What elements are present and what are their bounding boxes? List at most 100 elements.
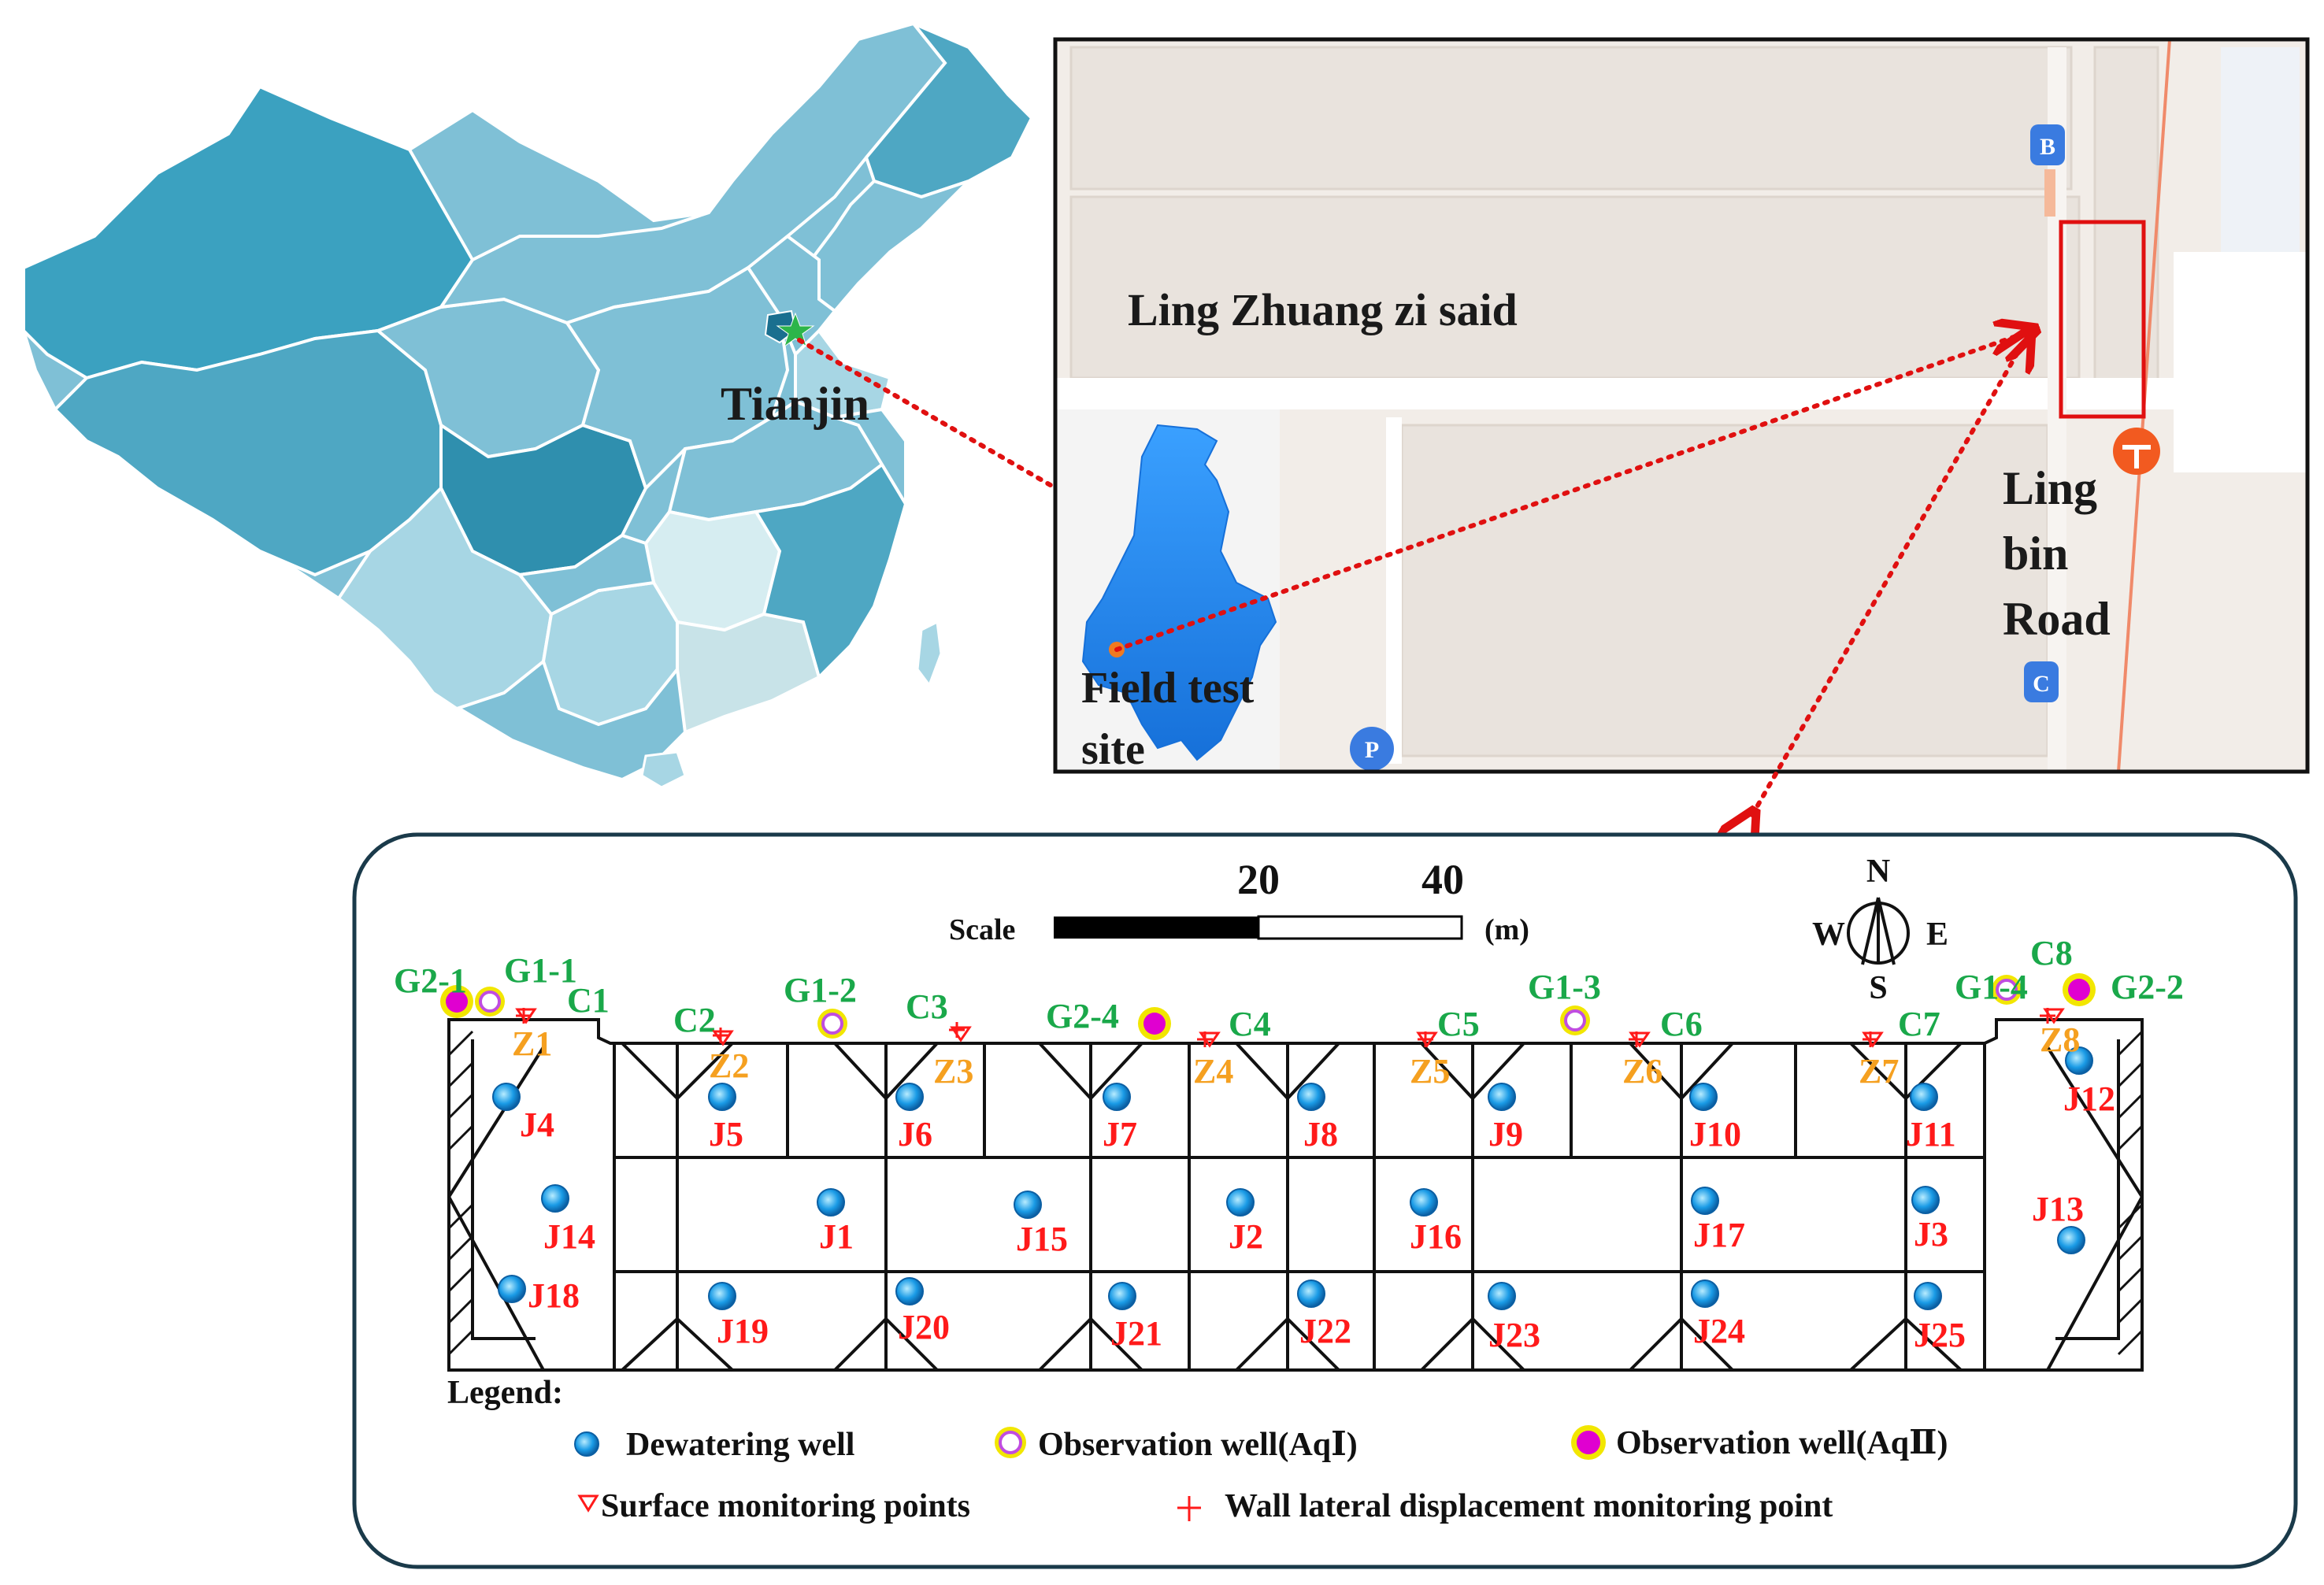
dewatering-well-j10-label: J10: [1689, 1115, 1741, 1154]
poi-marker-c[interactable]: C: [2024, 661, 2059, 702]
dewatering-well-j16: [1410, 1188, 1438, 1217]
region-southeast-coast: [753, 462, 908, 680]
dewatering-well-j6-label: J6: [898, 1115, 932, 1154]
dewatering-well-j20-label: J20: [898, 1308, 950, 1346]
region-yunnan: [336, 485, 554, 711]
tianjin-star-icon: [776, 312, 815, 348]
dewatering-well-j23: [1488, 1282, 1516, 1310]
surface-point-z2-icon: [712, 1030, 734, 1046]
site-label-line2: site: [1081, 725, 1145, 774]
surface-point-z2-label: Z2: [709, 1046, 749, 1085]
surface-point-z5-icon: [1416, 1031, 1438, 1048]
obs-well-aq1-g1-2-label: G1-2: [784, 971, 857, 1009]
dewatering-well-j25-label: J25: [1914, 1316, 1966, 1354]
wall-hatching: [447, 1030, 2144, 1356]
obs-well-aq2-g2-2-dot: [2068, 979, 2090, 1001]
surface-point-z6-label: Z6: [1622, 1052, 1662, 1091]
site-plan: Scale 20 40 (m) N S W E: [352, 832, 2298, 1569]
dewatering-well-j15: [1014, 1191, 1042, 1219]
dewatering-well-j25: [1914, 1282, 1942, 1310]
legend-obs-aq2-icon: [1571, 1425, 1606, 1460]
dewatering-well-j9: [1488, 1083, 1516, 1111]
scale-tick-40: 40: [1421, 856, 1464, 903]
dewatering-well-j13: [2057, 1226, 2085, 1254]
obs-well-aq1-g1-3-ring: [1564, 1009, 1586, 1031]
dewatering-well-j18-label: J18: [528, 1276, 580, 1315]
dewatering-well-j6: [895, 1083, 924, 1111]
region-guangdong: [676, 612, 821, 735]
hainan-island: [640, 750, 687, 789]
dewatering-well-j2-label: J2: [1229, 1217, 1263, 1256]
wall-point-c4-label: C4: [1229, 1005, 1271, 1043]
svg-text:C: C: [2033, 671, 2050, 697]
compass-n: N: [1866, 854, 1890, 890]
wall-point-c2-label: C2: [673, 1001, 716, 1039]
street-map-frame: [1053, 37, 2310, 774]
road-label-line1: Ling: [2003, 462, 2097, 514]
compass-w: W: [1812, 917, 1845, 953]
dewatering-well-j18: [498, 1275, 526, 1303]
dewatering-well-j5: [708, 1083, 736, 1111]
surface-point-z1-label: Z1: [512, 1024, 552, 1063]
dewatering-well-j8-label: J8: [1303, 1115, 1338, 1154]
surface-point-z8-label: Z8: [2040, 1020, 2080, 1059]
tianjin-label: Tianjin: [721, 378, 869, 430]
dewatering-well-j19: [708, 1282, 736, 1310]
svg-text:P: P: [1365, 737, 1379, 763]
dewatering-well-j16-label: J16: [1410, 1217, 1462, 1256]
surface-point-z7-icon: [1862, 1031, 1884, 1048]
street-map-strip: [2048, 47, 2066, 772]
wall-point-c5-label: C5: [1437, 1005, 1480, 1043]
legend-title: Legend:: [447, 1375, 563, 1411]
minor-road: [1386, 417, 1402, 764]
street-map-water-block: [2221, 47, 2300, 276]
region-guizhou: [517, 533, 656, 617]
scale-bar-white: [1257, 915, 1463, 940]
obs-well-aq1-g1-1-label: G1-1: [504, 951, 577, 990]
obs-well-aq1-g1-2-ring: [821, 1013, 843, 1035]
wall-point-c1-label: C1: [567, 981, 610, 1020]
region-jilin-liaoning: [809, 179, 970, 313]
dewatering-well-j8: [1297, 1083, 1325, 1111]
dewatering-well-j11-label: J11: [1906, 1115, 1956, 1154]
surface-point-z4-icon: [1199, 1031, 1221, 1048]
dewatering-well-j7: [1103, 1083, 1131, 1111]
dewatering-well-j20: [895, 1277, 924, 1305]
dewatering-well-j9-label: J9: [1488, 1115, 1523, 1154]
surface-point-z5-label: Z5: [1410, 1052, 1450, 1091]
orange-path: [2044, 169, 2055, 217]
surface-point-z8-icon: [2043, 1008, 2065, 1024]
wall-point-c7-label: C7: [1898, 1005, 1940, 1043]
scale-label: Scale: [949, 913, 1015, 946]
compass-s: S: [1869, 970, 1887, 1006]
obs-well-aq2-g2-1-dot: [446, 991, 468, 1013]
dewatering-well-j23-label: J23: [1488, 1316, 1540, 1354]
bus-stop-icon[interactable]: [2113, 428, 2160, 475]
surface-point-z7-label: Z7: [1859, 1052, 1899, 1091]
legend-wall-icon: [1177, 1496, 1201, 1521]
parking-icon[interactable]: P: [1350, 727, 1394, 771]
poi-marker-b[interactable]: B: [2030, 124, 2065, 165]
dewatering-well-j3-label: J3: [1914, 1215, 1948, 1254]
scale-bar-black: [1054, 917, 1258, 939]
obs-well-aq2-g2-4-label: G2-4: [1046, 997, 1119, 1035]
dewatering-well-j3: [1911, 1186, 1940, 1214]
excavation-pit: [447, 1018, 2144, 1372]
legend-dewatering-icon: [574, 1431, 599, 1457]
wall-point-c8-label: C8: [2030, 934, 2073, 972]
surface-point-z4-label: Z4: [1193, 1052, 1233, 1091]
legend-obs-aq1-icon: [995, 1427, 1026, 1458]
area-label: Ling Zhuang zi said: [1128, 284, 1518, 335]
surface-point-z6-icon: [1629, 1031, 1651, 1048]
obs-well-aq2-g2-4-dot: [1143, 1013, 1166, 1035]
surface-point-z1-icon: [515, 1008, 537, 1024]
legend-obs-aq2-label: Observation well(AqⅡ): [1616, 1425, 1948, 1461]
scale-unit: (m): [1484, 913, 1529, 946]
legend-surface-label: Surface monitoring points: [601, 1488, 970, 1524]
taiwan-island: [916, 620, 943, 688]
wall-point-c3-label: C3: [906, 987, 948, 1026]
road-label-line3: Road: [2003, 593, 2111, 645]
legend-surface-icon: [577, 1494, 599, 1513]
